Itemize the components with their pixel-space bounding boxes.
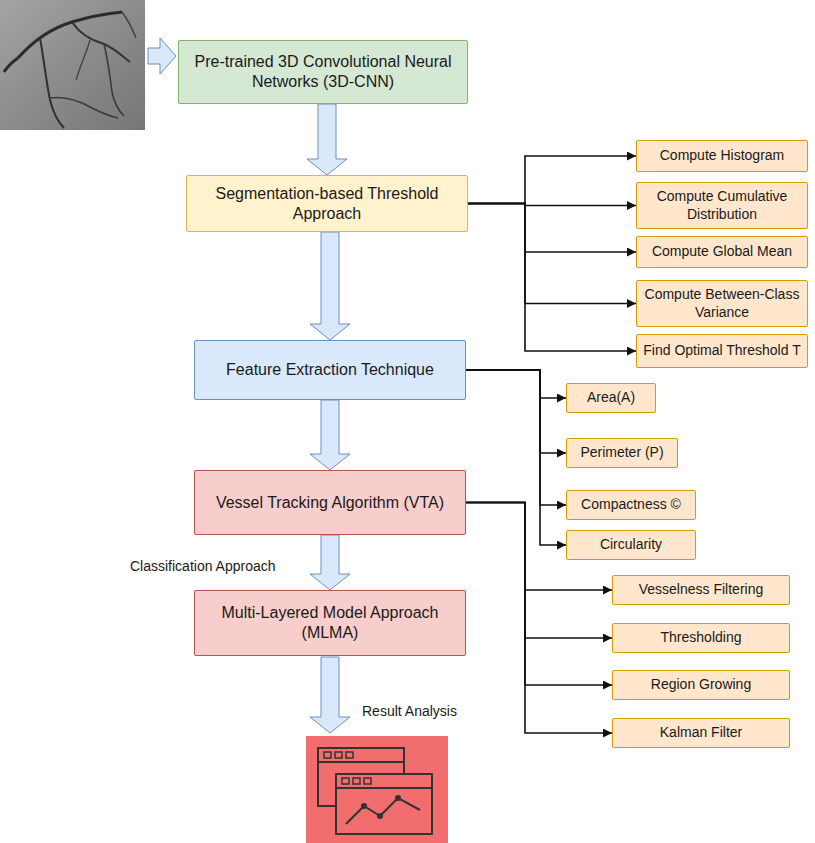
vessel [76,40,90,80]
branch-connector [466,503,612,639]
step-box: Compute Global Mean [636,236,808,268]
process-box: Pre-trained 3D Convolutional Neural Netw… [178,40,468,104]
box-text: Thresholding [661,629,742,647]
catheter [4,58,18,72]
branch-connector [466,370,566,505]
box-text: Feature Extraction Technique [226,360,434,380]
step-box: Circularity [566,530,696,560]
box-text: Segmentation-based Threshold Approach [193,184,461,224]
process-box: Vessel Tracking Algorithm (VTA) [194,470,466,535]
step-box: Thresholding [612,623,790,653]
icon-dot [346,752,353,758]
step-box: Compute Cumulative Distribution [636,182,808,229]
flow-arrow [307,104,347,175]
box-text: Area(A) [587,389,635,407]
icon-chart-dot [377,813,383,819]
process-box: Feature Extraction Technique [194,340,466,400]
vessel [104,44,124,116]
branch-connector [466,370,566,545]
vessel [50,97,118,118]
step-box: Perimeter (P) [566,438,678,468]
box-text: Compute Histogram [660,147,785,165]
box-text: Find Optimal Threshold T [643,342,800,360]
vessel [122,12,136,38]
icon-dot [335,752,342,758]
step-box: Kalman Filter [612,718,790,748]
branch-connector [466,370,566,453]
flow-arrow [310,535,350,590]
icon-dot [364,778,371,784]
box-text: Compute Cumulative Distribution [643,188,801,223]
box-text: Compute Global Mean [652,243,792,261]
branch-connector [466,370,566,398]
branch-connector [468,204,636,304]
icon-chart-dot [361,803,367,809]
box-text: Compactness © [581,496,681,514]
box-text: Vesselness Filtering [639,581,764,599]
icon-dot [324,752,331,758]
step-box: Area(A) [566,383,656,413]
box-text: Compute Between-Class Variance [643,286,801,321]
vessel [40,38,64,128]
angiogram-ground [0,0,145,130]
step-box: Compute Between-Class Variance [636,280,808,327]
step-box: Vesselness Filtering [612,575,790,605]
angiogram-image [0,0,145,130]
icon-chart-line [346,798,420,824]
icon-ground [306,736,448,843]
icon-chart-dot [395,795,401,801]
box-text: Kalman Filter [660,724,742,742]
icon-dot [342,778,349,784]
process-box: Segmentation-based Threshold Approach [186,175,468,232]
branch-connector [468,204,636,253]
box-text: Vessel Tracking Algorithm (VTA) [216,493,444,513]
icon-window [336,774,432,834]
result-icon [306,736,448,843]
step-box: Find Optimal Threshold T [636,334,808,368]
flow-arrow [310,400,350,470]
vessel [72,22,130,62]
stage-label: Classification Approach [130,558,276,574]
step-box: Compactness © [566,490,696,520]
input-arrow [148,38,176,74]
step-box: Compute Histogram [636,140,808,172]
box-text: Multi-Layered Model Approach (MLMA) [201,603,459,643]
stage-label: Result Analysis [362,703,457,719]
icon-dot [353,778,360,784]
output-arrow [310,657,350,733]
icon-bar [336,787,432,789]
box-text: Region Growing [651,676,751,694]
box-text: Perimeter (P) [580,444,663,462]
process-box: Multi-Layered Model Approach (MLMA) [194,590,466,656]
step-box: Region Growing [612,670,790,700]
box-text: Pre-trained 3D Convolutional Neural Netw… [185,52,461,92]
box-text: Circularity [600,536,662,554]
branch-connector [468,204,636,352]
flow-arrow [310,232,350,340]
icon-bar [318,761,404,763]
branch-connector [468,156,636,204]
